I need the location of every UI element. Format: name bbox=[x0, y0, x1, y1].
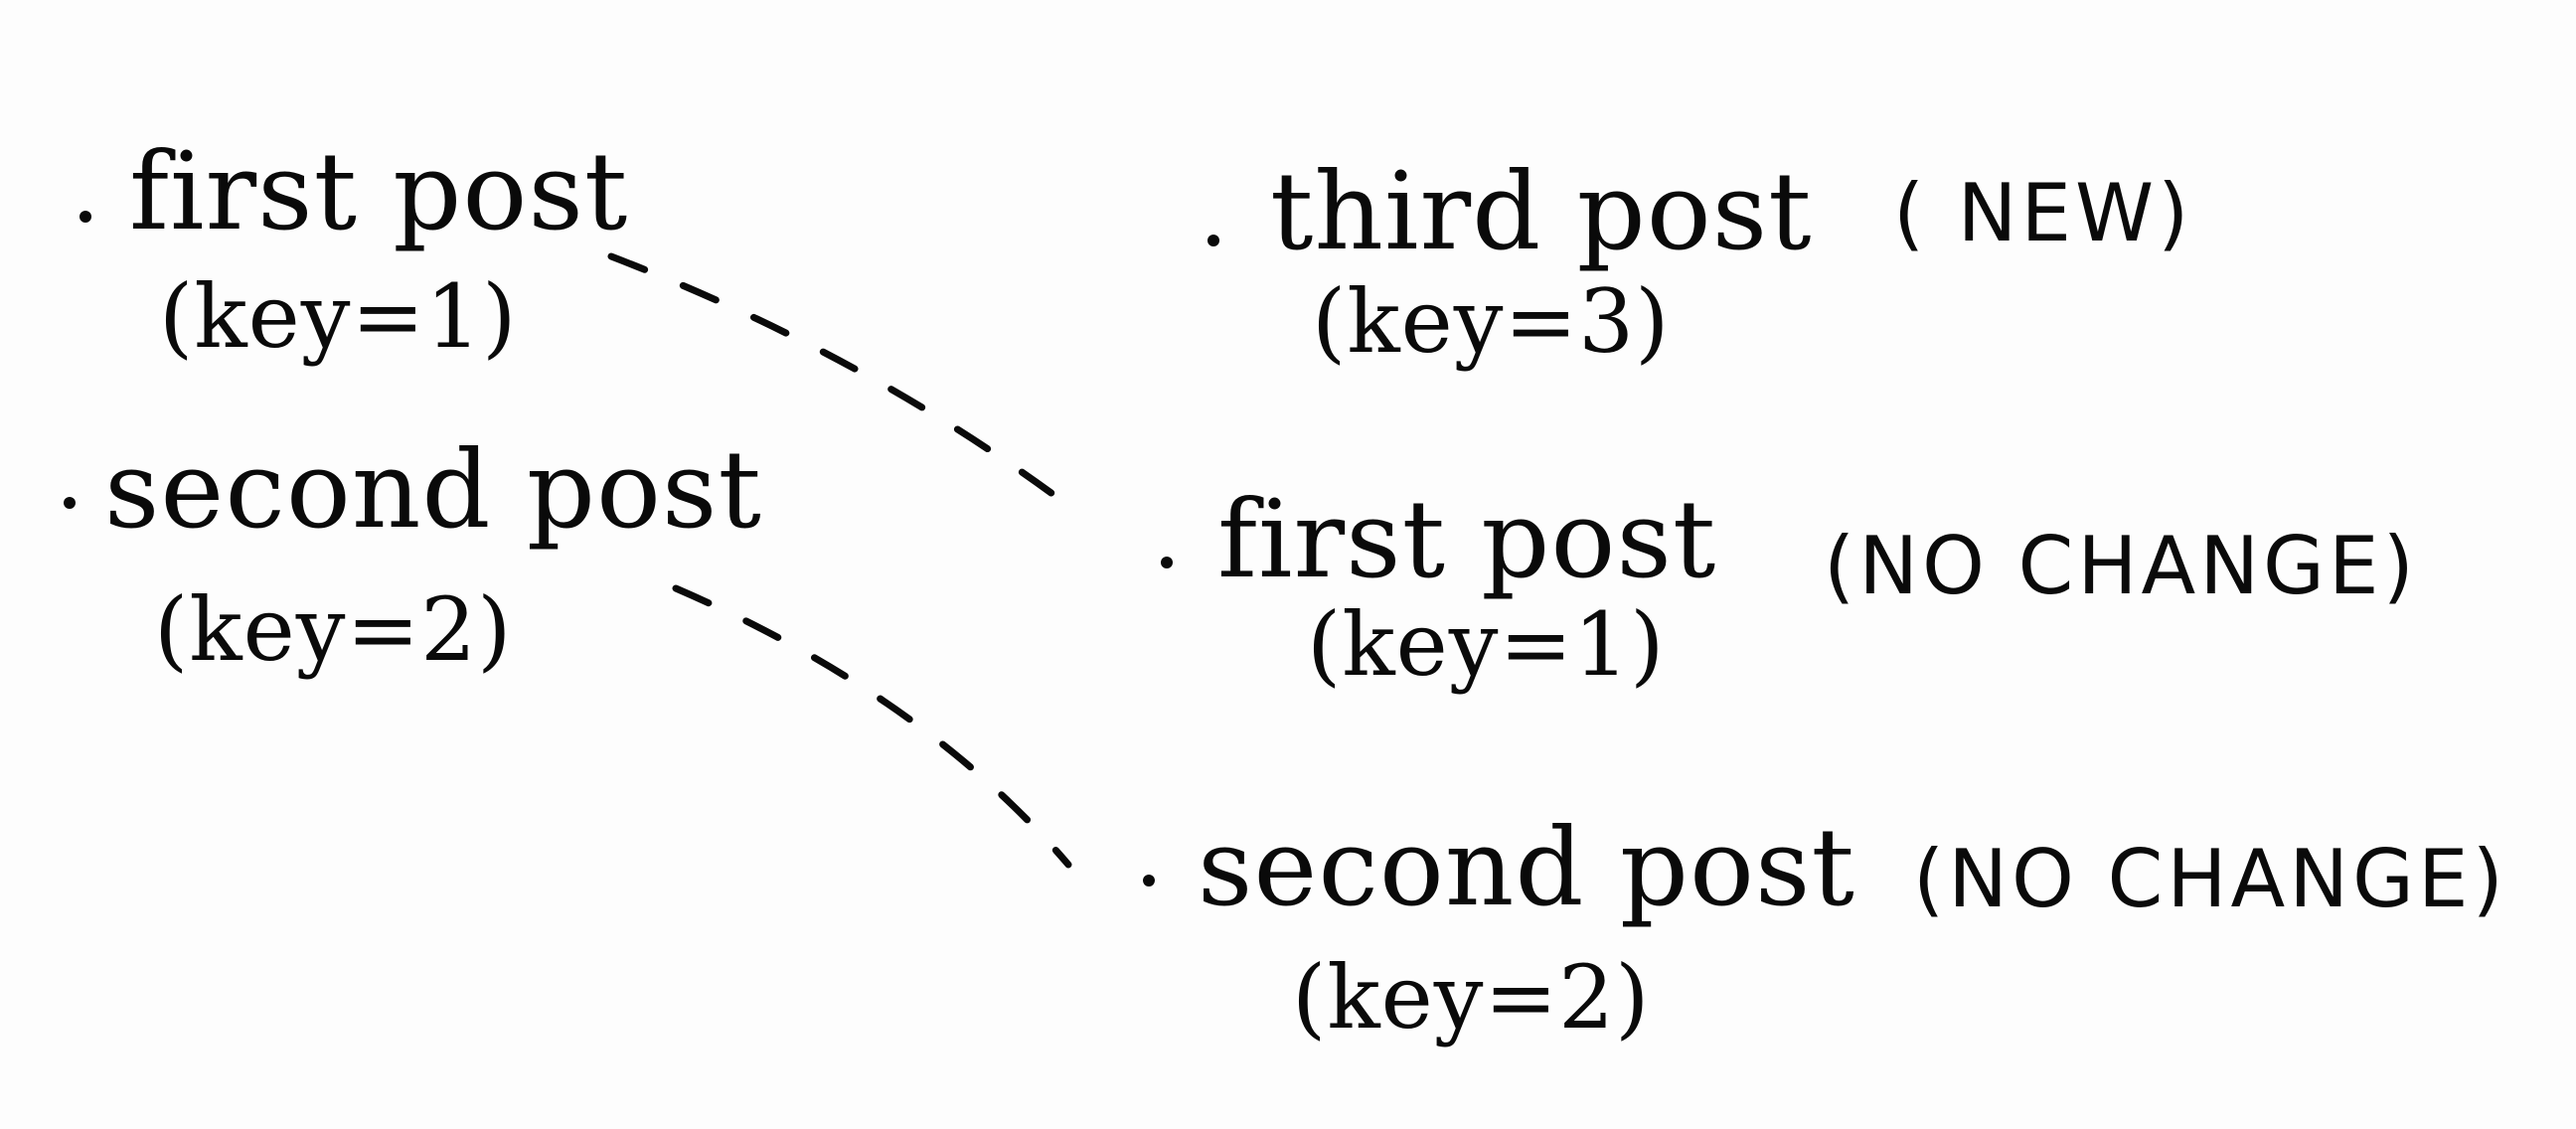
connector-first-post bbox=[607, 252, 1087, 521]
item-title: second post bbox=[104, 428, 762, 553]
item-status: (NO CHANGE) bbox=[1824, 520, 2418, 612]
bullet-icon bbox=[1161, 557, 1173, 568]
item-key: (key=1) bbox=[159, 265, 518, 368]
item-key: (key=2) bbox=[1292, 946, 1651, 1048]
bullet-icon bbox=[64, 497, 76, 509]
bullet-icon bbox=[1208, 235, 1219, 246]
item-title: third post bbox=[1270, 150, 1813, 274]
item-key: (key=2) bbox=[154, 578, 513, 681]
bullet-icon bbox=[80, 211, 91, 223]
item-title: second post bbox=[1198, 806, 1855, 930]
bullet-icon bbox=[1143, 875, 1155, 887]
item-status: ( NEW) bbox=[1893, 167, 2193, 259]
connector-second-post bbox=[672, 584, 1072, 869]
item-title: first post bbox=[129, 130, 629, 254]
item-status: (NO CHANGE) bbox=[1913, 833, 2507, 925]
item-key: (key=3) bbox=[1312, 270, 1671, 373]
item-key: (key=1) bbox=[1307, 593, 1666, 696]
item-title: first post bbox=[1217, 478, 1717, 602]
